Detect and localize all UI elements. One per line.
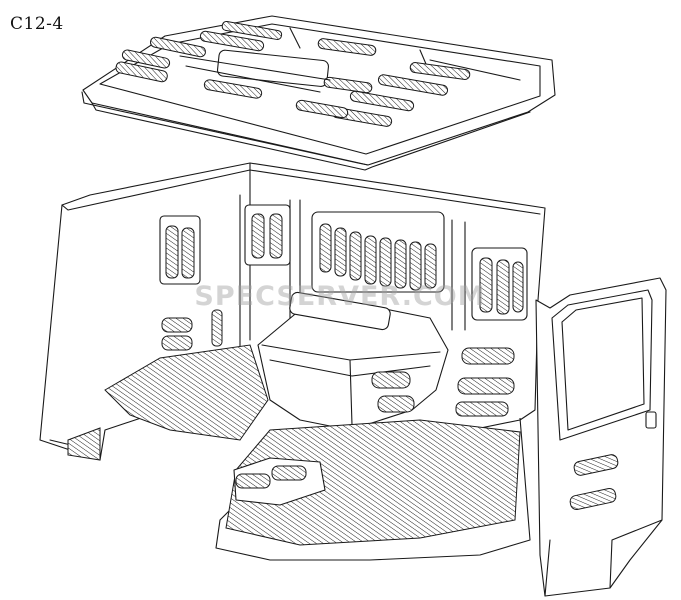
roof-liner (81, 15, 556, 171)
engine-tunnel (257, 291, 449, 431)
floor-mats (67, 344, 521, 546)
figure-label: C12-4 (10, 14, 64, 34)
roof-vent-slots (115, 20, 471, 127)
left-wall-vents (159, 215, 223, 351)
rear-wall-panels (244, 204, 528, 321)
cab-interior-trim (39, 162, 546, 561)
door-trim-panel (535, 277, 667, 597)
watermark-text: SPECSERVER.COM (194, 281, 486, 312)
